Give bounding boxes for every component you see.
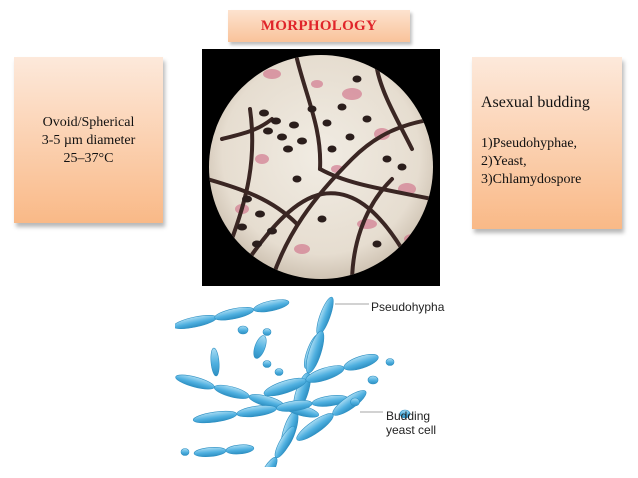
list-item: 2)Yeast,	[481, 154, 527, 169]
characteristics-box: Ovoid/Spherical 3-5 µm diameter 25–37°C	[14, 57, 163, 223]
pseudohyphae-diagram	[175, 296, 411, 467]
characteristics-text: Ovoid/Spherical 3-5 µm diameter 25–37°C	[14, 114, 163, 168]
slide-title: MORPHOLOGY	[260, 17, 378, 34]
budding-label-line: yeast cell	[386, 423, 437, 437]
title-box: MORPHOLOGY	[228, 10, 410, 42]
reproduction-box: Asexual budding 1)Pseudohyphae, 2)Yeast,…	[472, 57, 622, 229]
pseudohypha-label: Pseudohypha	[371, 300, 445, 314]
list-item: 3)Chlamydospore	[481, 172, 582, 187]
temperature-line: 25–37°C	[63, 151, 114, 166]
reproduction-list: 1)Pseudohyphae, 2)Yeast, 3)Chlamydospore	[481, 135, 581, 189]
reproduction-heading: Asexual budding	[481, 94, 590, 111]
microscopy-image	[202, 49, 440, 286]
budding-label-line: Budding	[386, 409, 431, 423]
diameter-line: 3-5 µm diameter	[41, 133, 136, 148]
shape-line: Ovoid/Spherical	[42, 115, 135, 130]
budding-yeast-label: Budding yeast cell	[386, 409, 436, 437]
list-item: 1)Pseudohyphae,	[481, 136, 578, 151]
